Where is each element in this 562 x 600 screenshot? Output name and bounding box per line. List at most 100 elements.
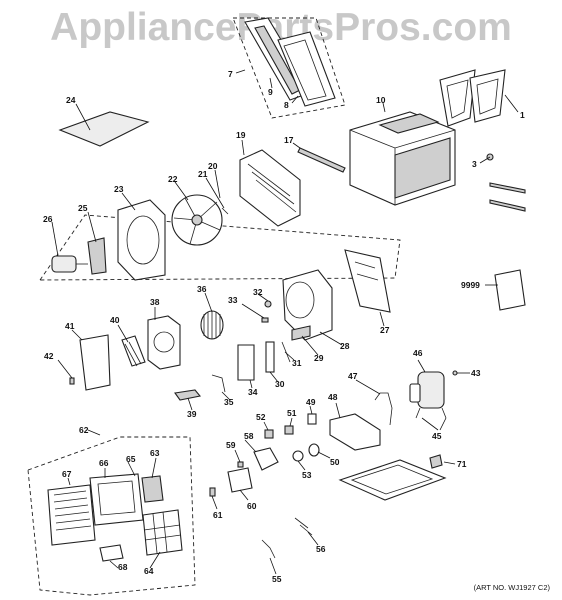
part-71 [429,454,443,469]
part-tubing [374,392,393,426]
part-label: 68 [118,562,128,572]
part-55 [261,539,276,559]
part-fan-shroud [117,199,166,281]
part-30 [265,341,275,373]
part-label: 28 [340,341,350,351]
part-condenser-coil [239,149,301,227]
part-label: 63 [150,448,160,458]
part-label: 34 [248,387,258,397]
part-fan-motor [51,255,88,273]
part-label: 50 [330,457,340,467]
part-label: 52 [256,412,266,422]
part-label: 48 [328,392,338,402]
part-blower-scroll [282,269,333,341]
part-top-plate [58,111,150,147]
part-label: 59 [226,440,236,450]
part-51 [284,425,294,435]
part-label: 64 [144,566,154,576]
part-blower-wheel [200,310,224,340]
part-label: 33 [228,295,238,305]
part-compressor [409,371,447,419]
part-label: 23 [114,184,124,194]
part-43 [452,370,458,376]
part-label: 60 [247,501,257,511]
part-orifice-panel [147,315,181,370]
part-cabinet [349,111,456,206]
part-seal-strip [297,147,346,173]
part-60 [227,467,253,493]
part-label: 39 [187,409,197,419]
part-label: 10 [376,95,386,105]
part-label: 71 [457,459,467,469]
part-label: 49 [306,397,316,407]
part-label: 31 [292,358,302,368]
part-label: 36 [197,284,207,294]
part-condenser-fan [171,194,223,246]
part-label: 55 [272,574,282,584]
part-42 [69,377,75,385]
group-outline-front [27,436,196,596]
part-manual [494,269,526,311]
part-label: 9999 [461,280,480,290]
part-label: 62 [79,425,89,435]
part-label: 9 [268,87,273,97]
part-label: 51 [287,408,297,418]
part-48 [329,413,381,451]
part-label: 29 [314,353,324,363]
part-label: 42 [44,351,54,361]
part-label: 32 [253,287,263,297]
part-bracket-29 [291,325,311,341]
part-label: 1 [520,110,525,120]
part-56 [294,517,313,536]
part-label: 21 [198,169,208,179]
part-label: 8 [284,100,289,110]
part-front-panel [47,473,183,562]
part-label: 25 [78,203,88,213]
part-label: 30 [275,379,285,389]
part-label: 24 [66,95,76,105]
part-label: 22 [168,174,178,184]
part-label: 3 [472,159,477,169]
part-evaporator-coil [121,335,146,367]
part-wire-35 [211,374,226,393]
part-label: 26 [43,214,53,224]
art-number: (ART NO. WJ1927 C2) [473,583,550,592]
part-rail-top [489,182,526,194]
part-label: 65 [126,454,136,464]
part-filter-frames [439,69,506,127]
part-label: 53 [302,470,312,480]
part-label: 38 [150,297,160,307]
part-50 [308,443,320,457]
part-49 [307,413,317,425]
part-label: 46 [413,348,423,358]
part-label: 66 [99,458,109,468]
part-clip-21 [221,207,229,215]
part-label: 20 [208,161,218,171]
part-motor-bracket [87,237,107,275]
part-label: 41 [65,321,75,331]
part-base-pan [338,459,447,501]
part-label: 45 [432,431,442,441]
part-61 [209,487,216,497]
part-label: 7 [228,69,233,79]
part-label: 56 [316,544,326,554]
part-label: 67 [62,469,72,479]
part-58 [253,447,279,471]
part-32 [264,300,272,308]
part-rail-bottom [489,199,526,212]
part-31 [281,341,291,363]
part-52 [264,429,274,439]
part-33 [261,317,269,323]
part-heater [237,344,255,381]
group-outline-blower [39,214,401,281]
part-label: 43 [471,368,481,378]
part-label: 58 [244,431,254,441]
part-label: 17 [284,135,294,145]
part-59 [237,461,244,468]
part-39 [174,389,202,401]
part-label: 35 [224,397,234,407]
part-label: 61 [213,510,223,520]
part-label: 40 [110,315,120,325]
part-control-bracket [344,249,391,313]
